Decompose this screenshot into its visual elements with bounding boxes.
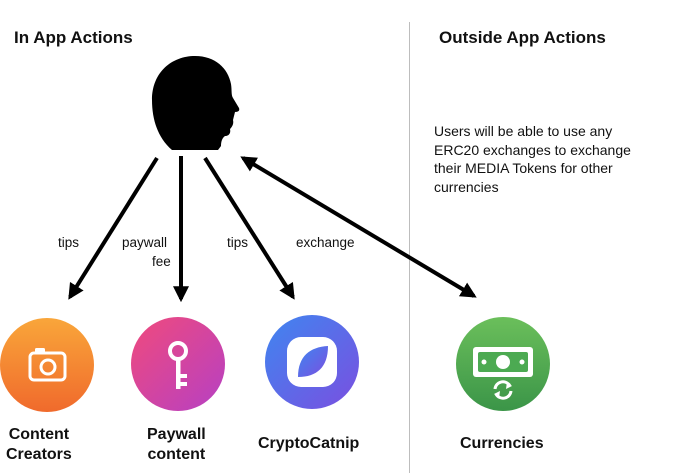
arrow-exchange-currencies — [240, 156, 477, 298]
currencies-label: Currencies — [460, 435, 544, 452]
user-head-silhouette-icon — [152, 56, 240, 150]
arrow-tips-content-creators — [68, 156, 159, 300]
camera-icon — [0, 318, 94, 412]
leaf-app-icon — [265, 315, 359, 409]
cryptocatnip-label: CryptoCatnip — [258, 435, 360, 452]
paywall-content-label-line2: content — [147, 446, 206, 463]
paywall-content-label: Paywall content — [147, 425, 206, 465]
edge-label-paywall: paywall — [122, 235, 168, 250]
content-creators-label-line1: Content — [8, 426, 70, 443]
paywall-content-label-line1: Paywall — [147, 426, 206, 443]
outside-app-actions-heading: Outside App Actions — [439, 28, 606, 47]
edge-label-fee: fee — [152, 254, 171, 269]
in-app-actions-heading: In App Actions — [14, 28, 133, 47]
edge-label-tips-right: tips — [227, 235, 249, 250]
banknote-exchange-icon — [456, 317, 550, 411]
edge-label-exchange: exchange — [296, 235, 355, 250]
content-creators-label-line2: Creators — [6, 446, 72, 463]
edge-label-tips-left: tips — [58, 235, 80, 250]
content-creators-label: Content Creators — [6, 425, 72, 465]
key-icon — [131, 317, 225, 411]
